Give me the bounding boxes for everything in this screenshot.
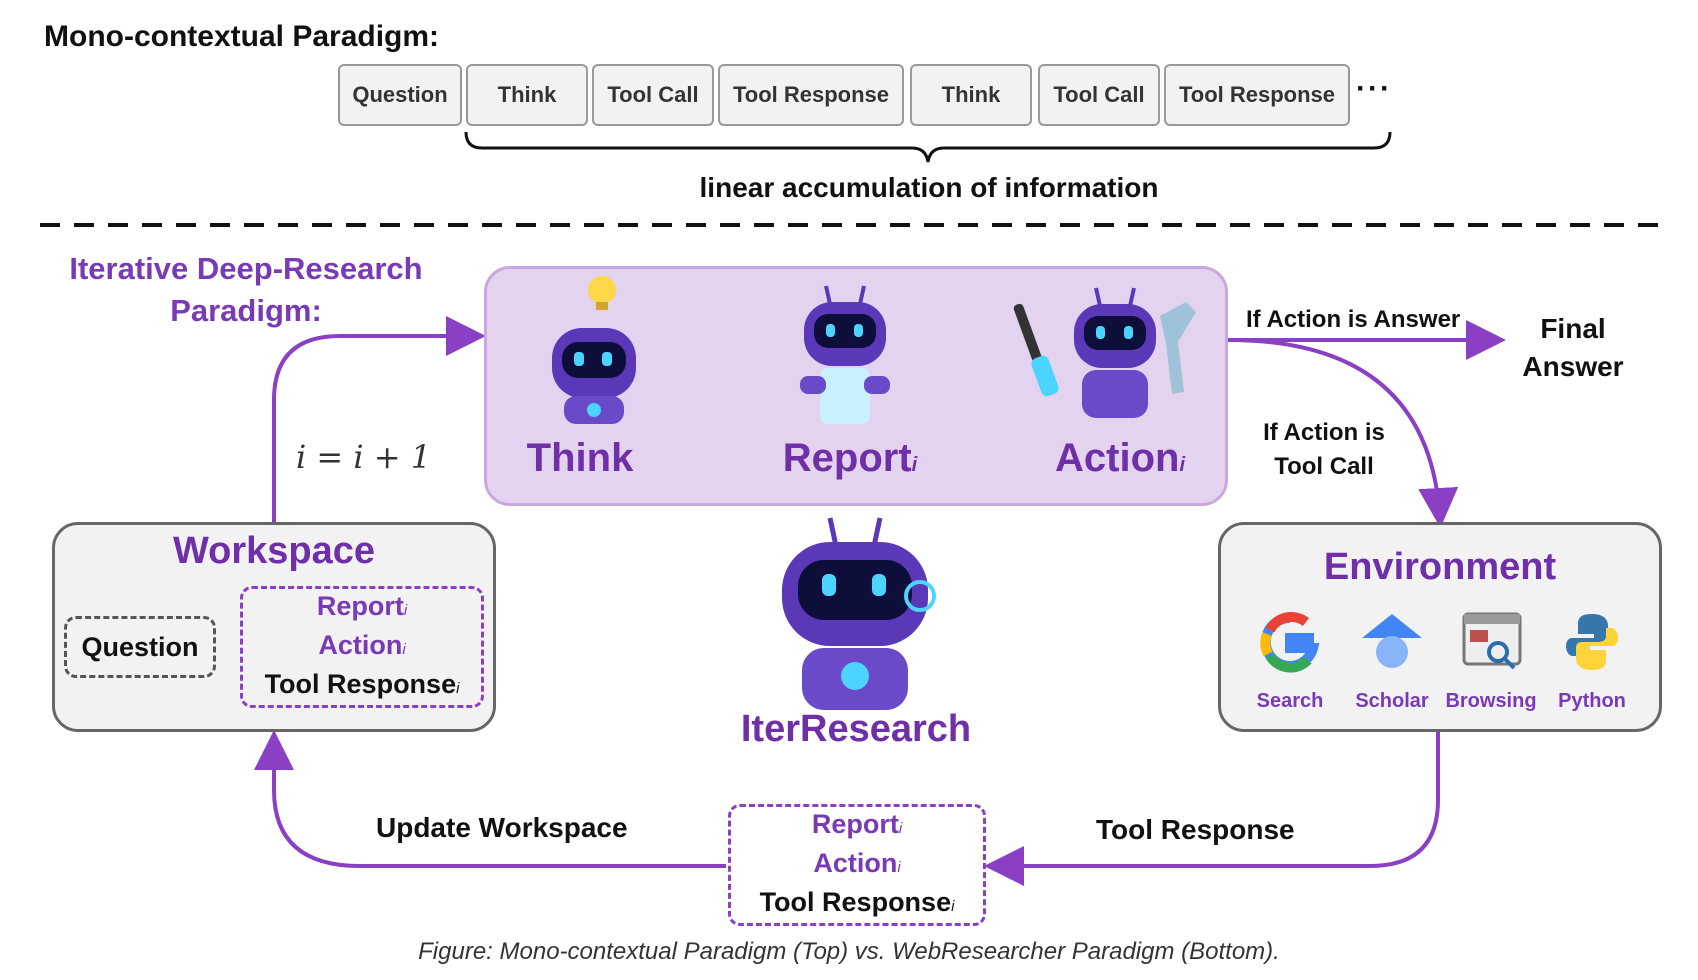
iterresearch-robot-icon: [782, 517, 936, 710]
bottom-box: Reporti Actioni Tool Responsei: [728, 804, 986, 926]
workspace-report-sub: i: [403, 601, 408, 619]
figure-caption: Figure: Mono-contextual Paradigm (Top) v…: [418, 938, 1280, 965]
label-report-sub: i: [911, 454, 918, 476]
seq-tool-call-2: Tool Call: [1038, 64, 1160, 126]
workspace-tool-response: Tool Responsei: [265, 667, 460, 706]
iterative-title-line2: Paradigm:: [170, 293, 322, 328]
update-workspace-label: Update Workspace: [376, 812, 628, 843]
label-action-text: Action: [1055, 436, 1180, 480]
robot-action-icon: [1013, 287, 1196, 418]
if-tool-line2: Tool Call: [1274, 453, 1374, 480]
if-answer-label: If Action is Answer: [1246, 306, 1461, 333]
mono-title: Mono-contextual Paradigm:: [44, 20, 440, 53]
tool-response-label: Tool Response: [1096, 814, 1295, 845]
environment-title: Environment: [1323, 546, 1557, 588]
increment-label: i = i + 1: [296, 438, 432, 476]
workspace-report: Reporti: [317, 589, 407, 628]
bottom-action-sub: i: [897, 858, 901, 876]
bottom-tool-response-sub: i: [951, 897, 955, 915]
seq-ellipsis: ···: [1356, 72, 1392, 105]
workspace-title: Workspace: [172, 530, 376, 572]
tool-python: Python: [1558, 690, 1626, 712]
final-answer-line1: Final: [1540, 313, 1606, 344]
google-search-icon: [1260, 612, 1320, 673]
seq-tool-response-1: Tool Response: [718, 64, 904, 126]
tool-search: Search: [1256, 690, 1324, 712]
python-icon: [1566, 614, 1618, 670]
bottom-tool-response: Tool Responsei: [760, 885, 955, 924]
bottom-report-sub: i: [898, 819, 903, 837]
robot-think-icon: [552, 276, 636, 424]
seq-think-1: Think: [466, 64, 588, 126]
workspace-action-sub: i: [402, 640, 406, 658]
scholar-icon: [1362, 614, 1422, 668]
workspace-action: Actioni: [318, 628, 405, 667]
workspace-tool-response-sub: i: [456, 679, 460, 697]
if-tool-line1: If Action is: [1263, 419, 1385, 446]
browsing-icon: [1462, 612, 1522, 670]
label-think: Think: [526, 436, 634, 480]
label-action-sub: i: [1179, 454, 1185, 476]
robot-report-icon: [800, 285, 890, 424]
bottom-report-text: Report: [811, 808, 899, 839]
tool-browsing: Browsing: [1445, 690, 1537, 712]
bottom-report: Reporti: [812, 807, 902, 846]
workspace-report-text: Report: [316, 590, 404, 621]
workspace-question: Question: [64, 616, 216, 678]
if-tool-label: If Action is Tool Call: [1234, 416, 1414, 484]
iterative-title-line1: Iterative Deep-Research: [69, 251, 423, 286]
tool-scholar: Scholar: [1355, 690, 1429, 712]
workspace-tool-response-text: Tool Response: [264, 668, 457, 699]
brace-label: linear accumulation of information: [699, 172, 1159, 203]
workspace-box: [52, 522, 496, 732]
bottom-action: Actioni: [813, 846, 900, 885]
label-report: Reporti: [760, 436, 940, 481]
iterative-title: Iterative Deep-Research Paradigm:: [46, 248, 446, 332]
seq-question: Question: [338, 64, 462, 126]
bottom-action-text: Action: [813, 847, 898, 878]
seq-tool-response-2: Tool Response: [1164, 64, 1350, 126]
final-answer: Final Answer: [1508, 310, 1638, 386]
seq-tool-call-1: Tool Call: [592, 64, 714, 126]
label-action: Actioni: [1030, 436, 1210, 481]
seq-think-2: Think: [910, 64, 1032, 126]
workspace-contents: Reporti Actioni Tool Responsei: [240, 586, 484, 708]
workspace-action-text: Action: [318, 629, 403, 660]
agent-name: IterResearch: [740, 708, 972, 750]
bottom-tool-response-text: Tool Response: [759, 886, 952, 917]
label-report-text: Report: [782, 436, 912, 480]
final-answer-line2: Answer: [1522, 351, 1624, 382]
